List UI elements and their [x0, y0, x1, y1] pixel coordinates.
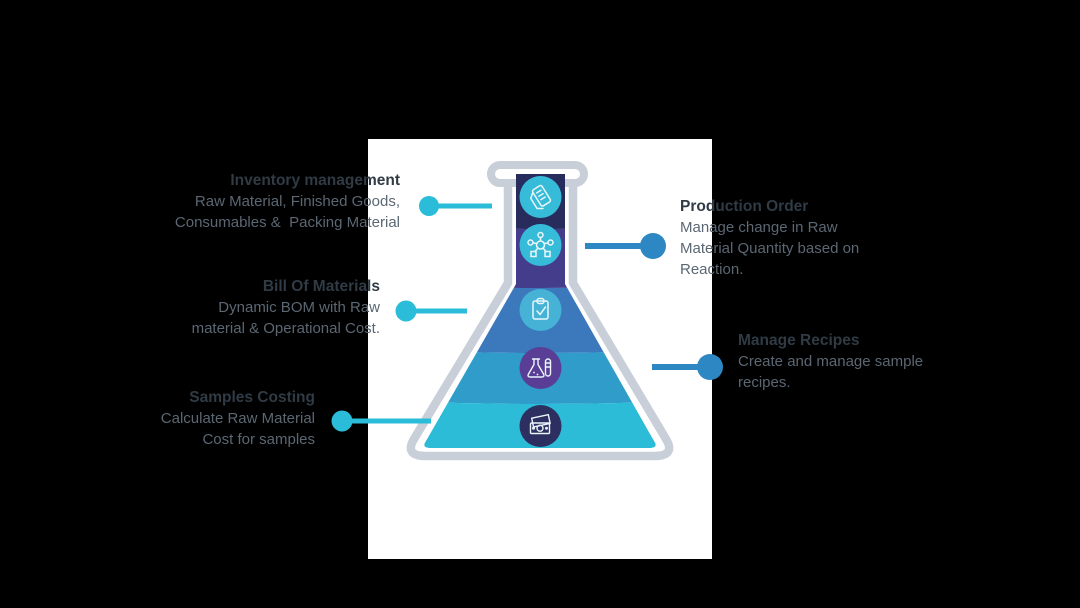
- label-title: Inventory management: [230, 172, 400, 189]
- money-icon: [519, 405, 562, 447]
- label-line: material & Operational Cost.: [191, 320, 380, 337]
- flask-icons-group: [519, 176, 562, 447]
- connector-bom: [395, 300, 467, 322]
- clipboard-check-icon: [519, 289, 562, 331]
- connector-costing: [331, 410, 431, 432]
- label-title: Production Order: [680, 198, 809, 215]
- label-line: Cost for samples: [202, 431, 315, 448]
- label-production-order: Production Order Manage change in Raw Ma…: [680, 196, 859, 280]
- label-line: recipes.: [738, 374, 791, 391]
- mobile-device-icon: [519, 176, 562, 218]
- connector-dot: [640, 233, 666, 259]
- label-inventory-management: Inventory management Raw Material, Finis…: [175, 170, 400, 233]
- label-title: Bill Of Materials: [262, 278, 380, 295]
- label-manage-recipes: Manage Recipes Create and manage sample …: [738, 330, 923, 393]
- icon-badge: [519, 176, 562, 218]
- connector-production: [585, 233, 666, 259]
- label-bill-of-materials: Bill Of Materials Dynamic BOM with Raw m…: [192, 276, 380, 339]
- lab-flask-icon: [519, 347, 562, 389]
- label-samples-costing: Samples Costing Calculate Raw Material C…: [161, 387, 315, 450]
- icon-badge: [519, 289, 562, 331]
- label-line: Raw Material, Finished Goods,: [194, 193, 400, 210]
- connector-dot: [331, 410, 353, 432]
- connector-dot: [419, 196, 439, 216]
- connectors-group: [331, 196, 723, 432]
- label-title: Samples Costing: [189, 389, 315, 406]
- label-line: Manage change in Raw: [680, 219, 838, 236]
- connector-recipes: [652, 354, 723, 380]
- label-line: Calculate Raw Material: [160, 410, 315, 427]
- connector-dot: [395, 300, 417, 322]
- molecule-icon: [519, 224, 562, 266]
- label-title: Manage Recipes: [738, 332, 860, 349]
- icon-badge: [519, 224, 562, 266]
- connector-dot: [697, 354, 723, 380]
- label-line: Consumables & Packing Material: [174, 214, 400, 231]
- label-line: Create and manage sample: [738, 353, 924, 370]
- label-line: Reaction.: [680, 261, 744, 278]
- connector-inventory: [419, 196, 492, 216]
- label-line: Material Quantity based on: [680, 240, 860, 257]
- label-line: Dynamic BOM with Raw: [218, 299, 380, 316]
